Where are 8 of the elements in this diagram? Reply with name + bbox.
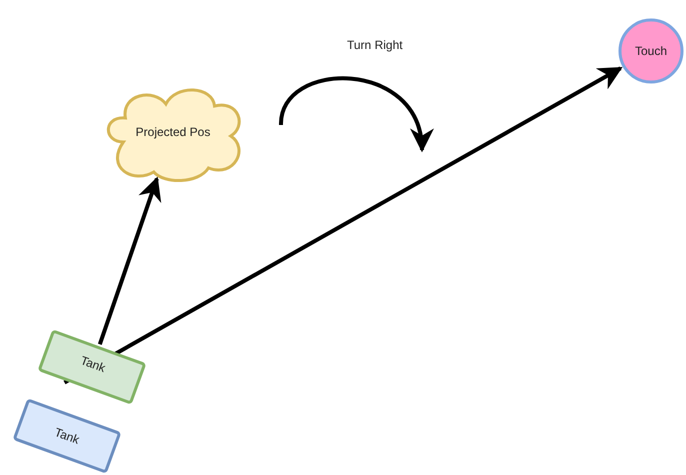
node-label: Projected Pos xyxy=(136,124,210,141)
circle-node xyxy=(618,18,684,84)
arrow xyxy=(98,176,162,345)
node-label: Touch xyxy=(634,43,668,60)
direction-label: Turn Right xyxy=(347,37,403,54)
node-label: Tank xyxy=(52,424,82,449)
node-label: Tank xyxy=(78,352,108,377)
arrow xyxy=(64,66,623,384)
